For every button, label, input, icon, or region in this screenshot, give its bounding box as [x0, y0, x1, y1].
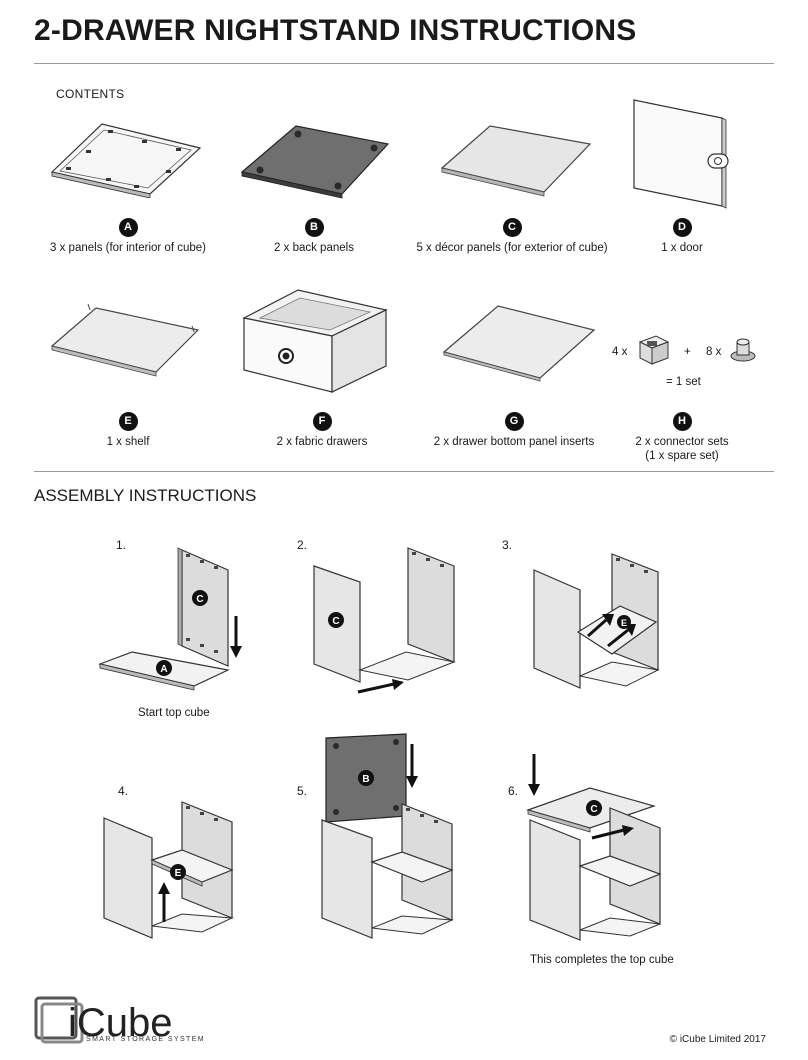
- page-title: 2-DRAWER NIGHTSTAND INSTRUCTIONS: [34, 14, 637, 47]
- connector-block-icon: [638, 335, 670, 365]
- contents-item-f: F 2 x fabric drawers: [222, 412, 422, 449]
- step-number: 6.: [508, 784, 519, 798]
- shelf-e-drawing: [50, 303, 200, 377]
- badge: F: [312, 412, 332, 431]
- item-caption: 2 x connector sets: [635, 436, 729, 448]
- back-panel-b-drawing: [240, 125, 390, 199]
- step-6-drawing: C: [526, 754, 662, 941]
- logo-text: iCube: [68, 1001, 173, 1045]
- panel-a-drawing: [50, 123, 202, 198]
- drawer-insert-g-drawing: [442, 305, 596, 382]
- step-caption: Start top cube: [138, 707, 210, 719]
- divider: [34, 63, 774, 64]
- divider: [34, 471, 774, 472]
- step-2-label-c: C: [332, 616, 339, 627]
- item-caption: 2 x fabric drawers: [276, 436, 368, 448]
- connector-qty-b: 8 x: [706, 346, 722, 358]
- step-2-drawing: C: [313, 547, 456, 694]
- item-caption: 5 x décor panels (for exterior of cube): [416, 242, 608, 254]
- step-6-label-c: C: [590, 804, 597, 815]
- step-number: 1.: [116, 538, 127, 552]
- step-number: 3.: [502, 538, 513, 552]
- item-caption: 2 x back panels: [274, 242, 354, 254]
- step-number: 2.: [297, 538, 308, 552]
- step-1-drawing: C A: [97, 547, 242, 691]
- badge: G: [504, 412, 524, 431]
- logo-tagline: SMART STORAGE SYSTEM: [86, 1036, 206, 1043]
- icube-logo: iCube: [34, 996, 173, 1045]
- contents-item-b: B 2 x back panels: [214, 218, 414, 255]
- contents-item-h: H 2 x connector sets (1 x spare set): [582, 412, 782, 463]
- fabric-drawer-f-drawing: [242, 289, 388, 393]
- contents-item-d: D 1 x door: [582, 218, 782, 255]
- decor-panel-c-drawing: [440, 125, 592, 197]
- badge: A: [118, 218, 138, 237]
- step-caption: This completes the top cube: [530, 954, 674, 966]
- step-5-label-b: B: [362, 774, 369, 785]
- connector-peg-icon: [730, 338, 756, 362]
- badge: E: [118, 412, 138, 431]
- badge: H: [672, 412, 692, 431]
- badge: D: [672, 218, 692, 237]
- step-4-drawing: E: [103, 801, 234, 939]
- door-d-drawing: [633, 99, 729, 209]
- item-caption: 3 x panels (for interior of cube): [50, 242, 206, 254]
- badge: B: [304, 218, 324, 237]
- item-caption: 1 x shelf: [106, 436, 150, 448]
- step-number: 5.: [297, 784, 308, 798]
- contents-item-g: G 2 x drawer bottom panel inserts: [414, 412, 614, 449]
- contents-label: CONTENTS: [56, 87, 125, 101]
- connector-qty-a: 4 x: [612, 346, 628, 358]
- contents-item-c: C 5 x décor panels (for exterior of cube…: [412, 218, 612, 255]
- step-1-label-a: A: [160, 664, 167, 675]
- badge: C: [502, 218, 522, 237]
- item-caption: 2 x drawer bottom panel inserts: [433, 436, 595, 448]
- contents-item-a: A 3 x panels (for interior of cube): [28, 218, 228, 255]
- item-caption-secondary: (1 x spare set): [645, 450, 719, 462]
- contents-item-e: E 1 x shelf: [28, 412, 228, 449]
- copyright: © iCube Limited 2017: [669, 1034, 766, 1045]
- step-5-drawing: B: [321, 733, 454, 939]
- connector-set-equals: = 1 set: [666, 376, 701, 388]
- assembly-heading: ASSEMBLY INSTRUCTIONS: [34, 486, 257, 505]
- step-3-drawing: E: [533, 553, 660, 689]
- connector-plus: +: [684, 346, 691, 358]
- step-3-label-e: E: [621, 618, 627, 628]
- step-number: 4.: [118, 784, 129, 798]
- step-1-label-c: C: [196, 594, 203, 605]
- step-4-label-e: E: [175, 868, 182, 879]
- item-caption: 1 x door: [661, 242, 703, 254]
